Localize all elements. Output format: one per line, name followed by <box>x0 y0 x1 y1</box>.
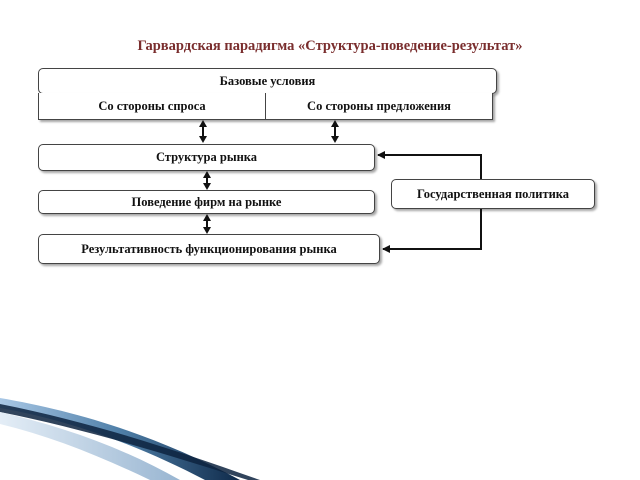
policy-feedback-connector <box>377 151 482 253</box>
supply-to-structure-arrow <box>331 120 339 143</box>
market-performance-box: Результативность функционирования рынка <box>38 234 380 264</box>
supply-side-cell: Со стороны предложения <box>265 93 492 119</box>
structure-behavior-arrow <box>203 171 211 190</box>
slide-title: Гарвардская парадигма «Структура-поведен… <box>137 38 523 54</box>
demand-side-cell: Со стороны спроса <box>39 93 265 119</box>
firm-behavior-label: Поведение фирм на рынке <box>131 194 282 209</box>
supply-side-label: Со стороны предложения <box>307 98 451 113</box>
market-performance-label: Результативность функционирования рынка <box>81 241 337 256</box>
demand-side-label: Со стороны спроса <box>98 98 206 113</box>
market-structure-label: Структура рынка <box>155 150 258 164</box>
behavior-performance-arrow <box>203 214 211 234</box>
state-policy-label: Государственная политика <box>416 186 570 201</box>
base-conditions-label: Базовые условия <box>219 73 316 88</box>
state-policy-box: Государственная политика <box>391 179 595 209</box>
conditions-split-row: Со стороны спроса Со стороны предложения <box>38 93 493 120</box>
market-structure-box: Структура рынка <box>38 144 375 171</box>
demand-to-structure-arrow <box>199 120 207 143</box>
firm-behavior-box: Поведение фирм на рынке <box>38 190 375 214</box>
